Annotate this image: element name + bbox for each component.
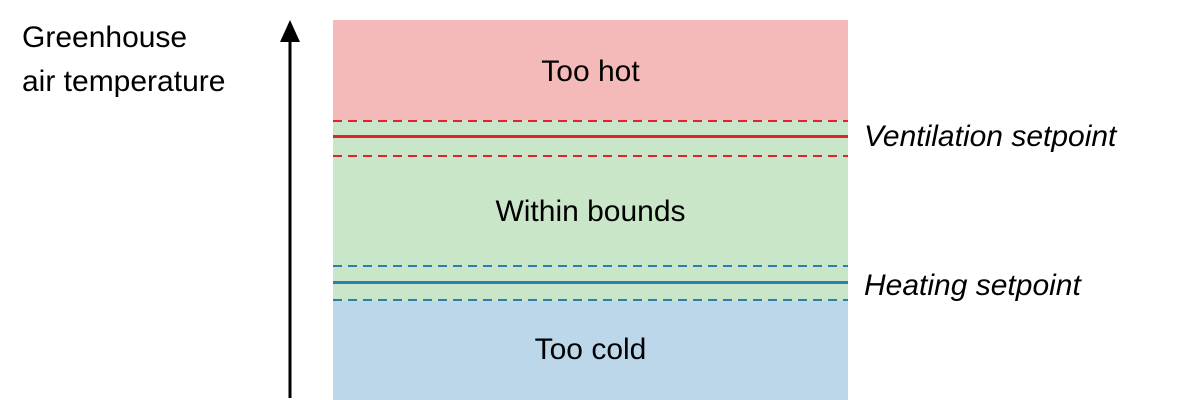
zone-too-hot: Too hot: [333, 20, 848, 120]
ventilation-setpoint-line: [333, 135, 848, 138]
zone-within-bounds-label: Within bounds: [495, 195, 686, 228]
heating-upper-dashed-line: [333, 265, 848, 267]
ventilation-upper-dashed-line: [333, 120, 848, 122]
axis-label: Greenhouse air temperature: [22, 16, 225, 104]
zone-within-bounds: Within bounds: [333, 120, 848, 301]
heating-setpoint-label: Heating setpoint: [864, 269, 1081, 302]
zone-too-hot-label: Too hot: [541, 55, 640, 88]
axis-label-line-2: air temperature: [22, 65, 226, 98]
ventilation-setpoint-label: Ventilation setpoint: [864, 120, 1117, 153]
axis-label-line-1: Greenhouse: [22, 21, 188, 54]
ventilation-lower-dashed-line: [333, 155, 848, 157]
heating-lower-dashed-line: [333, 299, 848, 301]
heating-setpoint-line: [333, 281, 848, 284]
zone-too-cold: Too cold: [333, 301, 848, 400]
temperature-axis-arrow: [280, 20, 300, 398]
zone-too-cold-label: Too cold: [534, 333, 647, 366]
